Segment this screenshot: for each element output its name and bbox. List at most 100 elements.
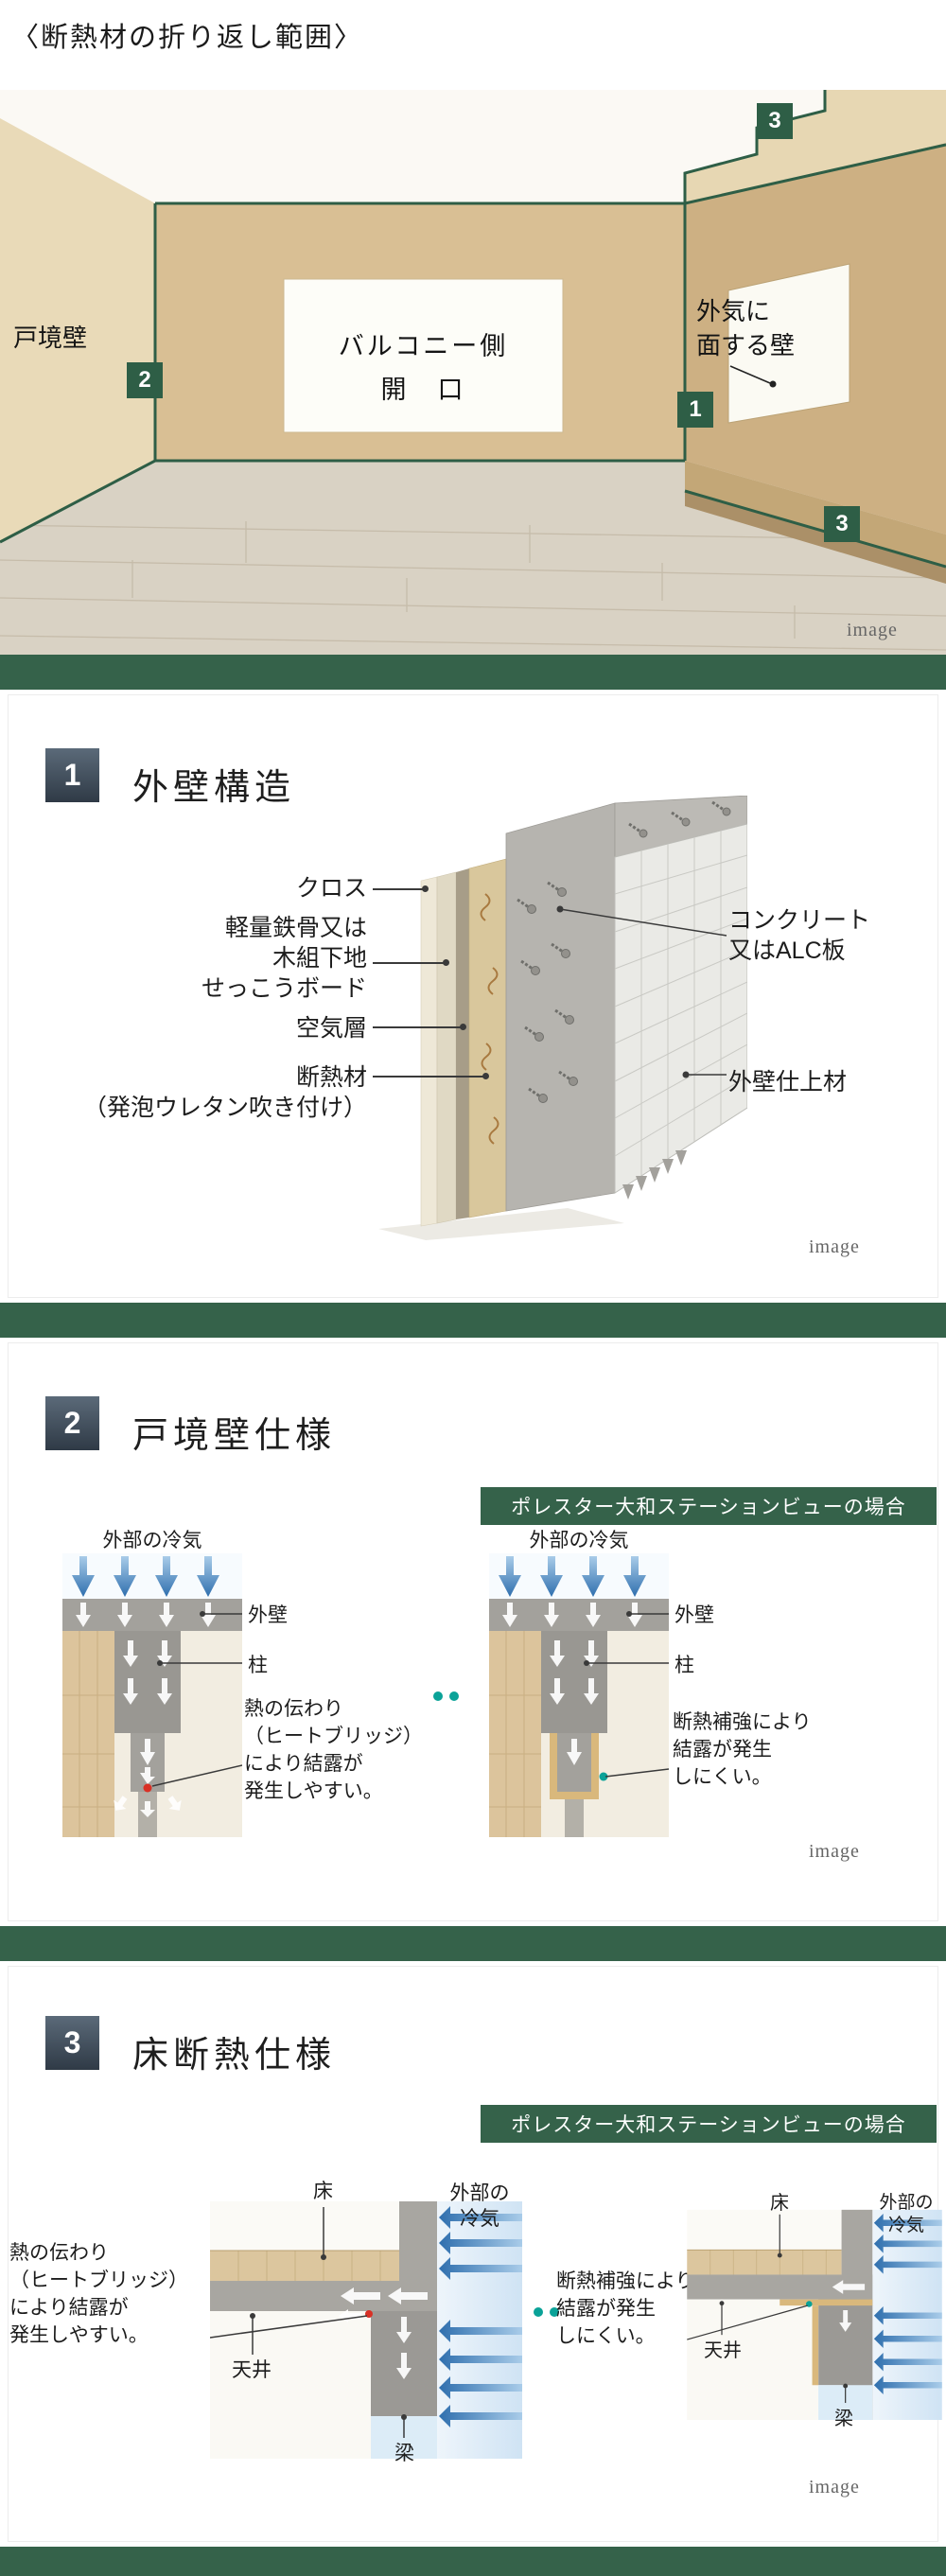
note-after-line3: しにくい。	[556, 2325, 656, 2347]
floor-insulation-diagram-before	[210, 2201, 522, 2459]
note-before-line1: 熱の伝わり	[9, 2242, 109, 2264]
badge-3-top: 3	[757, 103, 793, 139]
label-beam-after: 梁	[834, 2409, 853, 2429]
label-cold-air-before: 外部の冷気	[102, 1530, 202, 1551]
label-insulation: 断熱材 （発泡ウレタン吹き付け）	[38, 1062, 367, 1123]
label-cold-air-before: 外部の 冷気	[437, 2181, 522, 2232]
note-before-line4: 発生しやすい。	[9, 2324, 149, 2346]
label-gypsum-line1: 軽量鉄骨又は	[224, 915, 367, 941]
badge-1: 1	[677, 392, 713, 428]
partition-wall-diagram-before	[62, 1553, 242, 1837]
label-exterior-finish-line: 外壁仕上材	[728, 1069, 848, 1095]
note-before: 熱の伝わり （ヒートブリッジ） により結露が 発生しやすい。	[9, 2239, 188, 2349]
partition-wall-diagram-after	[489, 1553, 669, 1837]
section2-number-badge: 2	[45, 1396, 99, 1450]
room-illustration-panel: 戸境壁 バルコニー側 開 口 外気に 面する壁 3 2 1 3 image	[0, 90, 946, 655]
label-ceiling-before: 天井	[232, 2359, 272, 2381]
label-cold-air-before-line1: 外部の	[449, 2182, 510, 2204]
transition-dots-icon	[433, 1691, 459, 1701]
leader-line	[373, 962, 447, 964]
label-cold-air-before-line2: 冷気	[460, 2208, 499, 2230]
note-before-line1: 熱の伝わり	[244, 1698, 343, 1720]
note-after-line1: 断熱補強により	[556, 2270, 695, 2292]
section3-case-label: ポレスター大和ステーションビューの場合	[481, 2105, 937, 2143]
note-before-line4: 発生しやすい。	[244, 1780, 383, 1802]
label-floor-after: 床	[770, 2193, 789, 2214]
section1-number-badge: 1	[45, 748, 99, 802]
label-air-layer: 空気層	[38, 1013, 367, 1043]
label-exterior-line2: 面する壁	[696, 331, 796, 359]
label-exterior-wall: 外気に 面する壁	[696, 294, 795, 362]
divider-band	[0, 1926, 946, 1961]
image-credit: image	[809, 1841, 860, 1862]
page-header: 〈断熱材の折り返し範囲〉	[0, 0, 946, 90]
note-before-line2: （ヒートブリッジ）	[244, 1726, 423, 1747]
label-insulation-line2: （発泡ウレタン吹き付け）	[82, 1095, 367, 1121]
divider-band	[0, 1303, 946, 1338]
label-cold-air-after-line2: 冷気	[887, 2216, 924, 2235]
badge-2: 2	[127, 362, 163, 398]
badge-3-bottom: 3	[824, 506, 860, 542]
label-exterior-finish: 外壁仕上材	[728, 1067, 847, 1097]
note-after-line2: 結露が発生	[556, 2298, 656, 2320]
divider-band-bottom	[0, 2547, 946, 2576]
label-cold-air-after: 外部の冷気	[529, 1530, 629, 1551]
label-pillar-after: 柱	[674, 1655, 694, 1676]
note-before: 熱の伝わり （ヒートブリッジ） により結露が 発生しやすい。	[244, 1695, 423, 1805]
section1-heading: 外壁構造	[132, 768, 296, 808]
note-before-line3: により結露が	[244, 1753, 363, 1775]
image-credit: image	[847, 620, 898, 640]
label-wall-before: 外壁	[248, 1604, 288, 1626]
image-credit: image	[809, 1236, 860, 1257]
note-after-line2: 結露が発生	[673, 1739, 772, 1761]
label-insulation-line1: 断熱材	[295, 1064, 367, 1091]
label-gypsum-line2: 木組下地	[272, 945, 367, 972]
note-before-line3: により結露が	[9, 2297, 129, 2319]
transition-dots-icon	[534, 2307, 559, 2317]
note-after: 断熱補強により 結露が発生 しにくい。	[556, 2268, 695, 2350]
leader-line	[373, 888, 426, 890]
section3-number-badge: 3	[45, 2016, 99, 2070]
section2-heading: 戸境壁仕様	[132, 1416, 337, 1456]
section2-case-label: ポレスター大和ステーションビューの場合	[481, 1487, 937, 1525]
label-exterior-line1: 外気に	[696, 297, 771, 325]
label-cloth: クロス	[38, 873, 367, 903]
label-concrete: コンクリート 又はALC板	[728, 905, 870, 966]
note-after-line3: しにくい。	[673, 1766, 772, 1788]
leader-dot	[443, 959, 449, 966]
note-before-line2: （ヒートブリッジ）	[9, 2269, 188, 2291]
leader-line	[373, 1026, 464, 1028]
label-balcony-line2: 開 口	[380, 376, 466, 404]
note-after-line1: 断熱補強により	[673, 1711, 812, 1733]
label-gypsum-line3: せっこうボード	[201, 975, 367, 1002]
label-concrete-line1: コンクリート	[728, 907, 871, 934]
note-after: 断熱補強により 結露が発生 しにくい。	[673, 1709, 812, 1791]
section-floor-insulation-spec: 3 床断熱仕様 ポレスター大和ステーションビューの場合 熱の伝わり （ヒートブリ…	[0, 1961, 946, 2547]
floor-insulation-diagram-after	[687, 2209, 942, 2420]
label-partition-wall: 戸境壁	[13, 324, 88, 352]
label-ceiling-after: 天井	[704, 2340, 742, 2361]
label-floor-before: 床	[313, 2181, 333, 2202]
image-credit: image	[809, 2477, 860, 2497]
wall-structure-diagram	[378, 796, 747, 1240]
page-title: 〈断熱材の折り返し範囲〉	[11, 23, 364, 53]
label-cloth-line: クロス	[295, 875, 367, 902]
label-cold-air-after-line1: 外部の	[879, 2193, 934, 2213]
label-gypsum-board: 軽量鉄骨又は 木組下地 せっこうボード	[38, 913, 367, 1004]
label-concrete-line2: 又はALC板	[728, 938, 846, 964]
divider-band	[0, 655, 946, 690]
label-balcony-line1: バルコニー側	[338, 332, 509, 360]
label-wall-after: 外壁	[674, 1604, 714, 1626]
label-beam-before: 梁	[394, 2443, 414, 2464]
leader-line	[373, 1076, 486, 1078]
section3-heading: 床断熱仕様	[132, 2036, 337, 2076]
label-cold-air-after: 外部の 冷気	[870, 2192, 942, 2237]
section-exterior-wall-structure: 1 外壁構造	[0, 690, 946, 1303]
leader-dot	[482, 1073, 489, 1079]
leader-dot	[422, 885, 429, 892]
label-balcony-opening: バルコニー側 開 口	[284, 324, 563, 412]
label-air-line: 空気層	[295, 1015, 367, 1042]
label-pillar-before: 柱	[248, 1655, 268, 1676]
leader-dot	[460, 1024, 466, 1030]
room-illustration	[0, 90, 946, 655]
